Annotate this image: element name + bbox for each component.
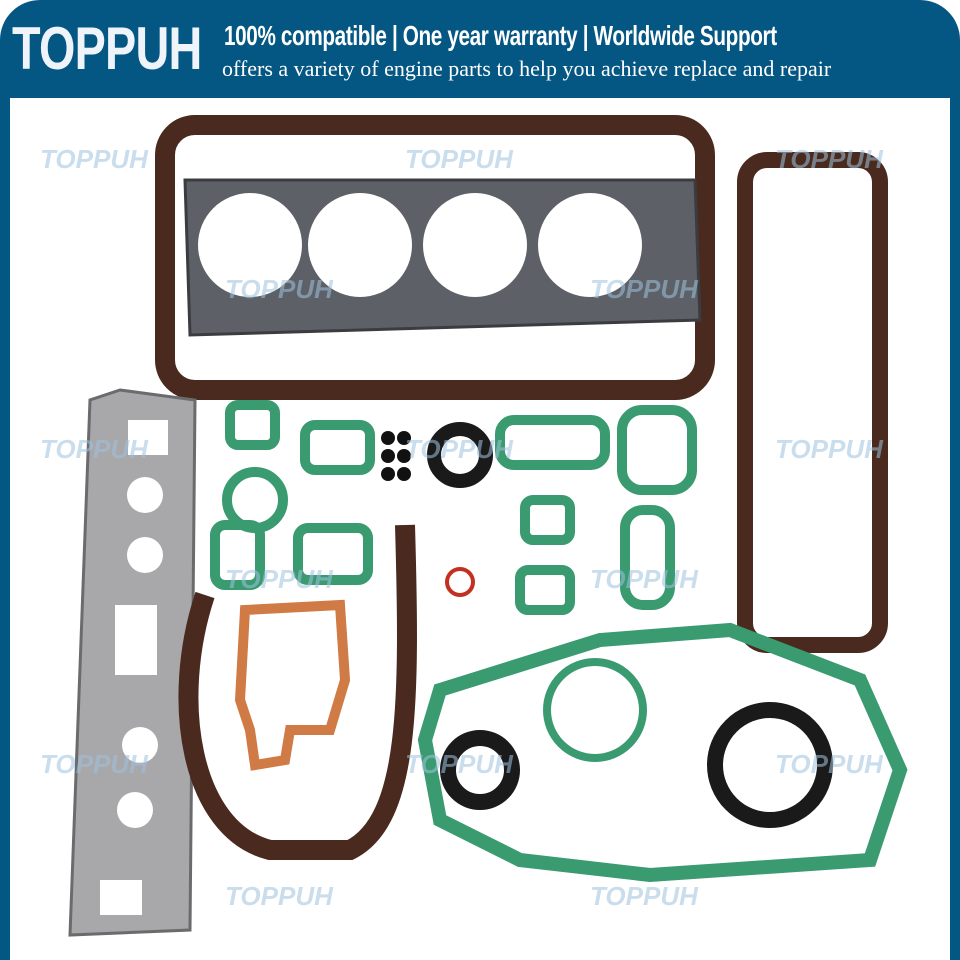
valve-cover-gasket (737, 152, 888, 653)
oil-seal-small (427, 422, 493, 488)
small-green-gaskets (210, 400, 697, 615)
svg-text:TOPPUH: TOPPUH (40, 749, 149, 779)
rear-main-gasket (178, 524, 417, 860)
timing-cover-seal (707, 702, 833, 828)
svg-text:TOPPUH: TOPPUH (225, 564, 334, 594)
svg-text:TOPPUH: TOPPUH (405, 749, 514, 779)
svg-text:TOPPUH: TOPPUH (775, 434, 884, 464)
svg-text:TOPPUH: TOPPUH (590, 564, 699, 594)
manifold-gasket (68, 388, 197, 937)
front-crank-seal (440, 730, 520, 810)
svg-text:TOPPUH: TOPPUH (775, 749, 884, 779)
water-pump-gasket (234, 599, 351, 771)
svg-text:TOPPUH: TOPPUH (225, 274, 334, 304)
subline: offers a variety of engine parts to help… (222, 56, 832, 81)
head-gasket (183, 178, 702, 337)
svg-text:TOPPUH: TOPPUH (405, 434, 514, 464)
svg-text:TOPPUH: TOPPUH (225, 881, 334, 911)
svg-text:TOPPUH: TOPPUH (775, 144, 884, 174)
svg-text:TOPPUH: TOPPUH (590, 274, 699, 304)
tagline: 100% compatible | One year warranty | Wo… (224, 20, 777, 51)
svg-text:TOPPUH: TOPPUH (40, 144, 149, 174)
svg-text:TOPPUH: TOPPUH (405, 144, 514, 174)
timing-cover-gasket (417, 622, 908, 883)
oil-pan-gasket (155, 115, 715, 400)
svg-text:TOPPUH: TOPPUH (40, 434, 149, 464)
brand-logo: TOPPUH (12, 15, 202, 82)
svg-text:TOPPUH: TOPPUH (590, 881, 699, 911)
o-ring (445, 567, 475, 597)
watermarks: TOPPUH TOPPUH TOPPUH TOPPUH TOPPUH TOPPU… (40, 144, 884, 911)
valve-stem-seals (381, 431, 411, 481)
